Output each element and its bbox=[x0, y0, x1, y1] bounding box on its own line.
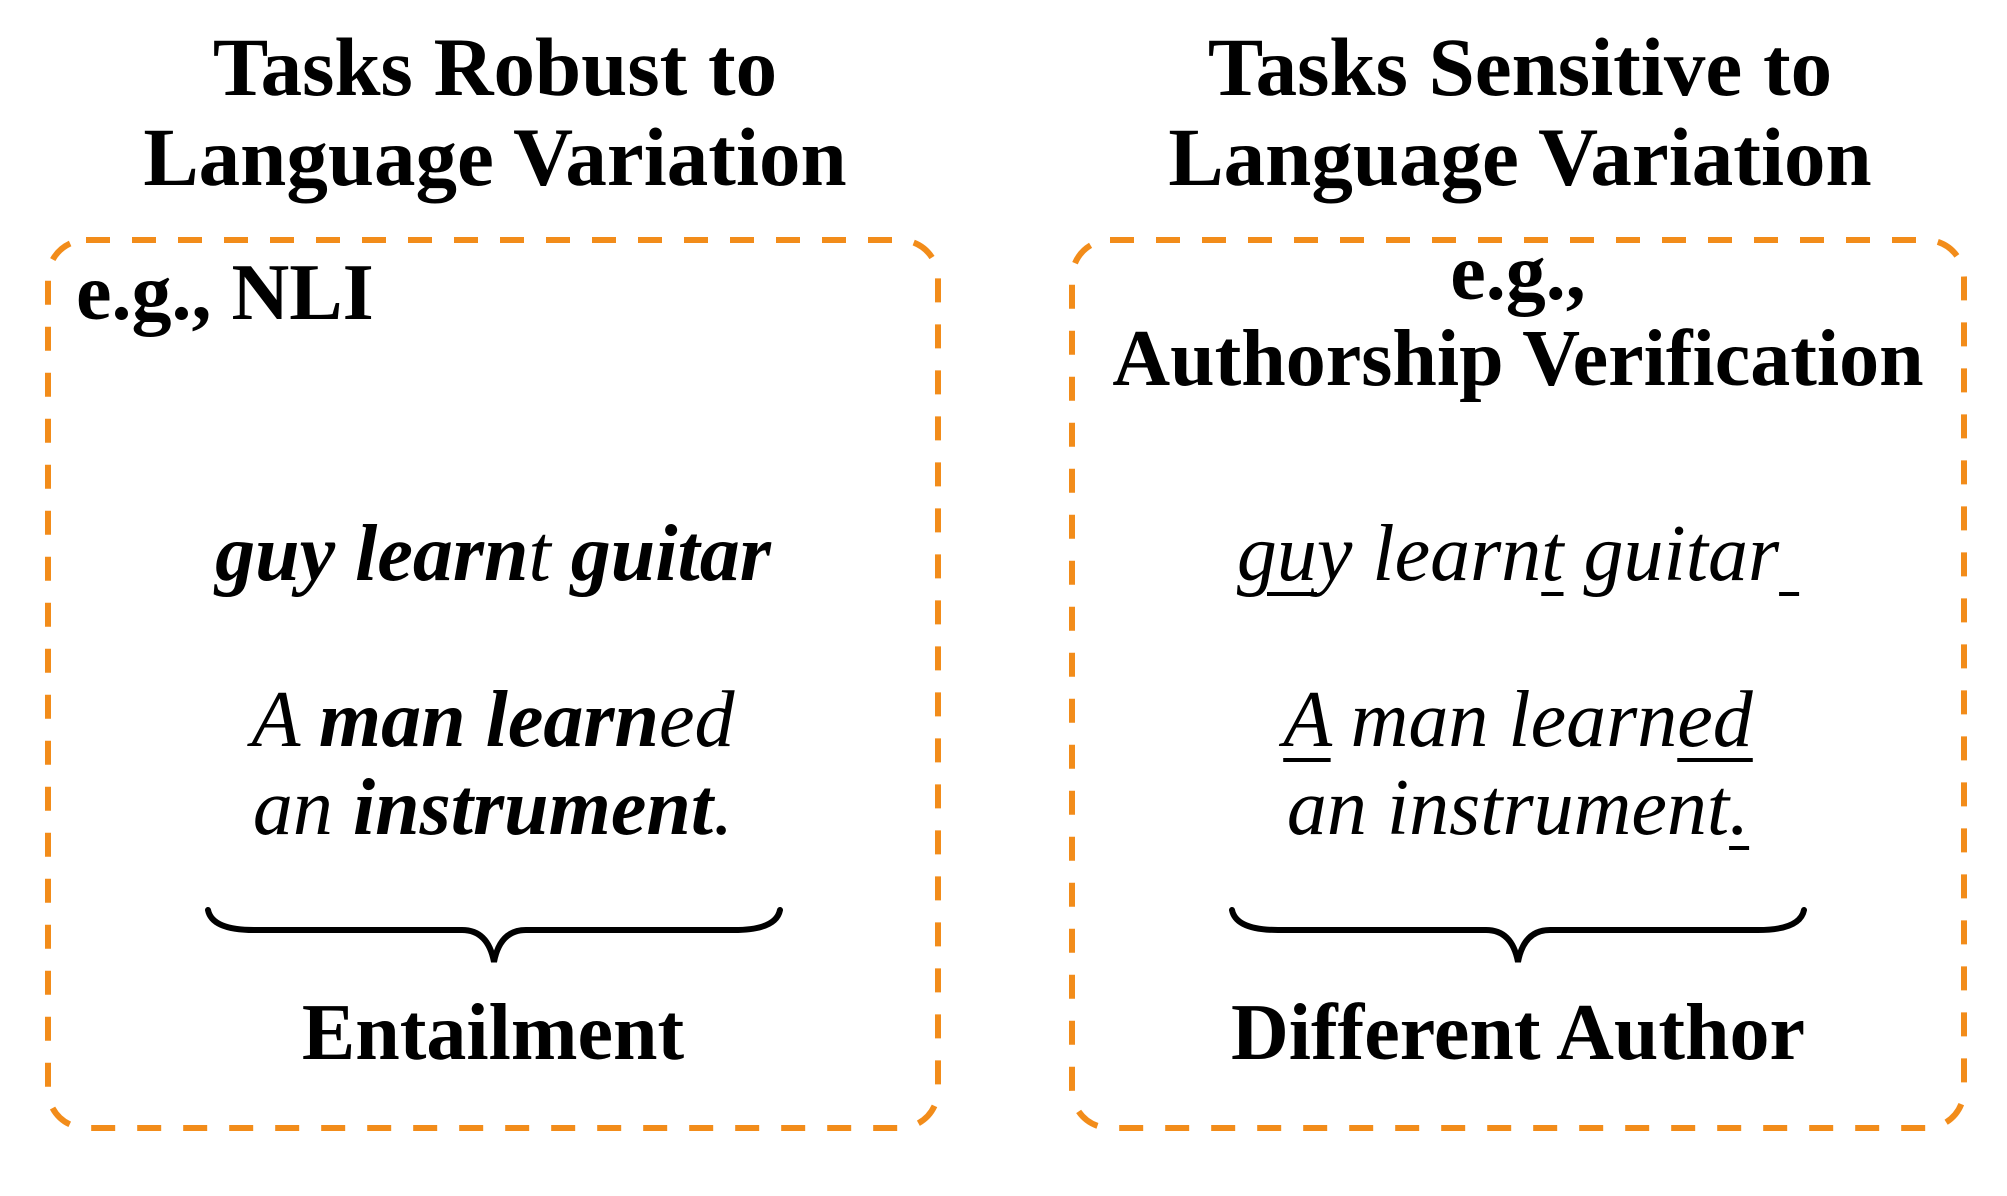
sentence-formal-line1: A man learned bbox=[44, 676, 942, 764]
heading-robust-line1: Tasks Robust to bbox=[212, 21, 778, 113]
heading-sensitive-line2: Language Variation bbox=[1168, 111, 1872, 203]
panel-sensitive: e.g., Authorship Verification guy learnt… bbox=[1068, 230, 1968, 1132]
curly-brace-icon bbox=[1229, 907, 1807, 963]
sentence-formal-line2: an instrument. bbox=[44, 764, 942, 852]
underlined-blank bbox=[1779, 510, 1799, 598]
label-different-author: Different Author bbox=[1231, 989, 1805, 1077]
sentence-informal: guy learnt guitar bbox=[44, 510, 942, 598]
plain-part: an instrument bbox=[1286, 764, 1730, 852]
words-man-learn: man learn bbox=[318, 676, 659, 764]
underlined-part: gu bbox=[1236, 510, 1317, 598]
sentence-formal-line1: A man learned bbox=[1068, 676, 1968, 764]
suffix-ed: ed bbox=[658, 676, 735, 764]
underlined-part: t bbox=[1541, 510, 1564, 598]
word-a: A bbox=[251, 676, 319, 764]
word-an: an bbox=[252, 764, 353, 852]
panel-robust: e.g., NLI guy learnt guitar A man learne… bbox=[44, 236, 942, 1132]
example-prefix: e.g., bbox=[1450, 229, 1586, 317]
label-entailment: Entailment bbox=[301, 989, 685, 1077]
period: . bbox=[713, 764, 734, 852]
heading-sensitive: Tasks Sensitive to Language Variation bbox=[1070, 22, 1970, 202]
underlined-period: . bbox=[1729, 764, 1750, 852]
word-instrument: instrument bbox=[352, 764, 714, 852]
plain-part: man learn bbox=[1330, 676, 1678, 764]
underlined-part: ed bbox=[1677, 676, 1753, 764]
heading-sensitive-line1: Tasks Sensitive to bbox=[1207, 21, 1833, 113]
plain-part: guitar bbox=[1563, 510, 1780, 598]
heading-robust: Tasks Robust to Language Variation bbox=[45, 22, 945, 202]
sentence-formal-line2: an instrument. bbox=[1068, 764, 1968, 852]
plain-part: y learn bbox=[1316, 510, 1542, 598]
sentence-informal-bold-part-2: guitar bbox=[550, 510, 771, 598]
example-task-authorship: e.g., Authorship Verification bbox=[1068, 230, 1968, 402]
sentence-informal: guy learnt guitar bbox=[1068, 510, 1968, 598]
curly-brace-icon bbox=[205, 907, 783, 963]
heading-robust-line2: Language Variation bbox=[143, 111, 847, 203]
example-task-name: Authorship Verification bbox=[1112, 315, 1924, 403]
sentence-informal-bold-part: guy learn bbox=[215, 510, 529, 598]
underlined-part: A bbox=[1283, 676, 1331, 764]
sentence-informal-plain-part: t bbox=[528, 510, 551, 598]
example-task-nli: e.g., NLI bbox=[76, 249, 374, 337]
